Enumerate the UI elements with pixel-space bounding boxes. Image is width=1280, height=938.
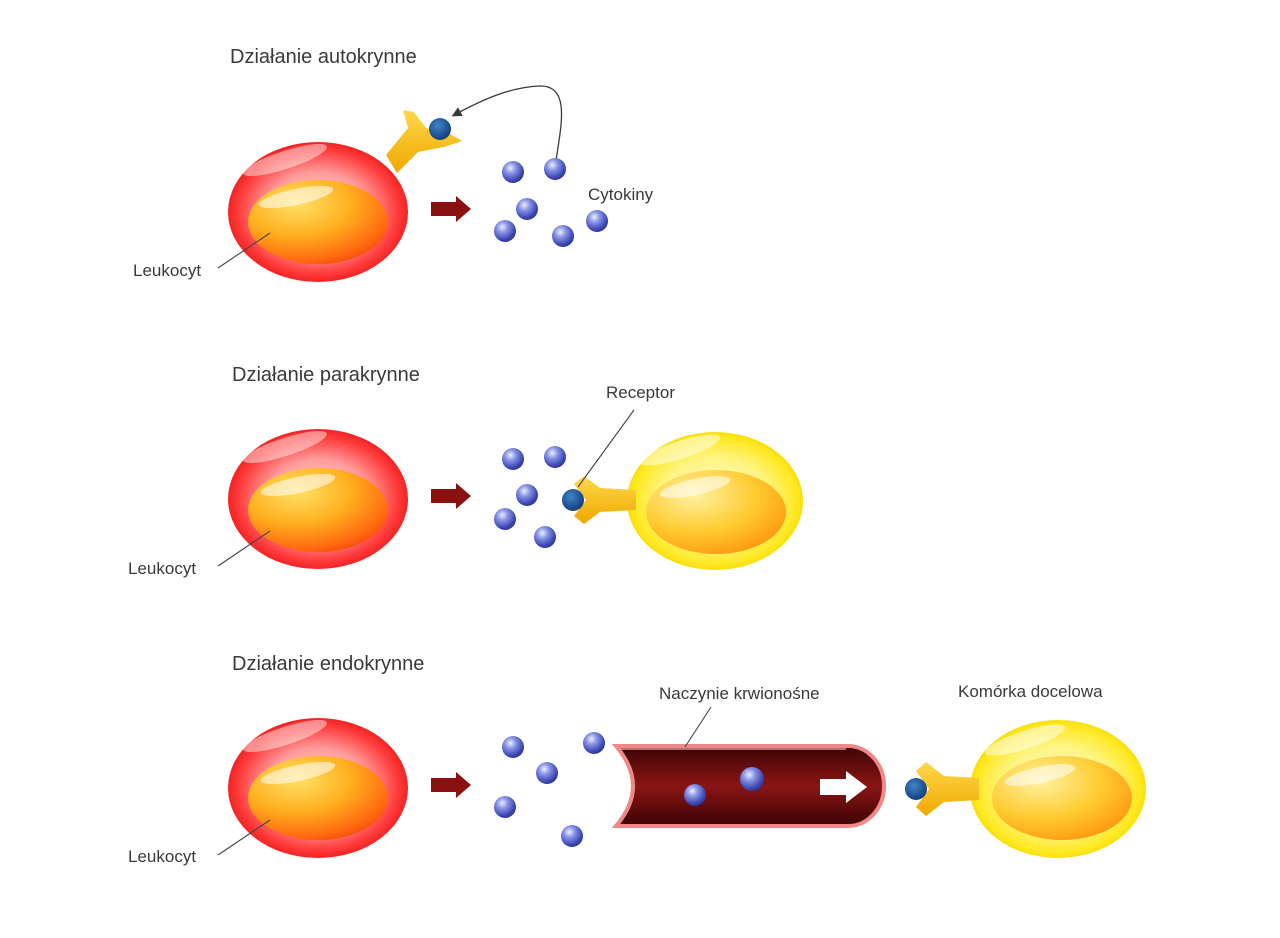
leukocyte-leader-line [217, 232, 271, 269]
vessel-leader-line [684, 706, 712, 748]
vessel-label: Naczynie krwionośne [659, 684, 820, 703]
bound-cytokine [429, 118, 451, 140]
leukocyte-label: Leukocyt [133, 261, 201, 280]
feedback-arrow [451, 85, 563, 162]
receptor-label: Receptor [606, 383, 675, 402]
cytokine-cluster [494, 732, 605, 847]
receptor-shape [574, 476, 636, 524]
receptor-shape [386, 110, 462, 173]
receptor-leader-line [577, 409, 635, 488]
leukocyte-label: Leukocyt [128, 847, 196, 866]
bound-cytokine [562, 489, 584, 511]
cytokine-cluster [494, 158, 608, 247]
cytokine-in-vessel [684, 784, 706, 806]
secretion-arrow [431, 772, 471, 798]
secretion-arrow [431, 483, 471, 509]
panel-title: Działanie autokrynne [230, 46, 417, 68]
panel-title: Działanie endokrynne [232, 653, 424, 675]
leukocyte-leader-line [217, 819, 271, 856]
receptor-shape [916, 762, 979, 816]
cytokine-label: Cytokiny [588, 185, 654, 204]
secretion-arrow [431, 196, 471, 222]
bound-cytokine [905, 778, 927, 800]
target-cell [627, 432, 803, 570]
target-cell-label: Komórka docelowa [958, 682, 1103, 701]
leukocyte-cell [228, 142, 408, 282]
target-cell [970, 720, 1146, 858]
leukocyte-leader-line [217, 530, 271, 567]
flow-arrow [820, 771, 867, 803]
panel-paracrine: Działanie parakrynne Receptor Le [128, 364, 803, 578]
panel-autocrine: Działanie autokrynne Cytokiny Leukocyt [133, 46, 654, 282]
leukocyte-label: Leukocyt [128, 559, 196, 578]
panel-title: Działanie parakrynne [232, 364, 420, 386]
panel-endocrine: Działanie endokrynne Naczynie krwionośne [128, 653, 1146, 866]
leukocyte-cell [228, 429, 408, 569]
blood-vessel [611, 744, 886, 828]
leukocyte-cell [228, 718, 408, 858]
cytokine-cluster [494, 446, 566, 548]
cytokine-in-vessel [740, 767, 764, 791]
